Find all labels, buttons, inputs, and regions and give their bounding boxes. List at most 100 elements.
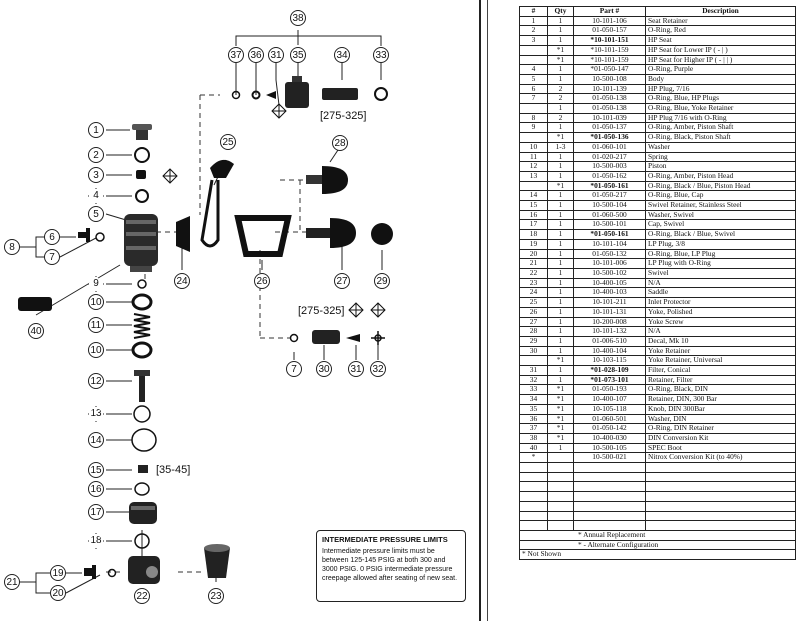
blank-row (519, 462, 796, 473)
oring-din-retainer-part (231, 90, 241, 100)
cell-qty: 1 (547, 277, 574, 289)
cell-desc: O-Ring, Amber, Piston Shaft (645, 122, 796, 134)
cell-num: 28 (519, 326, 548, 337)
saddle-part (176, 216, 190, 252)
cell-part: 10-101-132 (573, 326, 646, 337)
cell-num: 14 (519, 190, 548, 202)
cell-qty: *1 (547, 54, 574, 66)
cell-qty: 1 (547, 335, 574, 347)
spring-part (133, 313, 151, 339)
cell-num (519, 132, 548, 143)
callout-20: 20 (50, 585, 66, 601)
cell-part: 10-500-021 (573, 452, 646, 464)
cell-desc: Retainer, DIN, 300 Bar (645, 394, 796, 405)
cell-part: *10-101-159 (573, 44, 646, 56)
cell-desc: Cap, Swivel (645, 219, 796, 231)
filter-conical-part (346, 334, 360, 342)
cell-qty: 1 (547, 267, 574, 279)
din-retainer-part (322, 88, 358, 100)
spec-boot-part (18, 297, 52, 311)
seat-retainer-part (132, 124, 152, 140)
callout-25: 25 (220, 134, 236, 150)
cell-num: 3 (519, 35, 548, 46)
cell-num: 33 (519, 384, 548, 396)
cell-part: 01-050-193 (573, 384, 646, 396)
cell-desc: Yoke Retainer, Universal (645, 355, 796, 367)
note-text: * Annual Replacement (519, 529, 796, 541)
cell-qty: 1 (547, 297, 574, 308)
oring-blue-part (95, 232, 105, 242)
cell-qty: 1 (547, 64, 574, 75)
note-text: * - Alternate Configuration (519, 539, 796, 551)
cell-num: 15 (519, 200, 548, 211)
cell-part: 10-103-115 (573, 355, 646, 367)
cell-part: 10-400-105 (573, 277, 646, 289)
cell-qty: 1 (547, 326, 574, 337)
cell-num: 11 (519, 151, 548, 163)
cell-part: *10-101-159 (573, 54, 646, 66)
oring-lp-plug-part (107, 568, 117, 578)
blank-row (519, 510, 796, 522)
cell-part: 10-500-003 (573, 161, 646, 172)
callout-2: 3 (88, 167, 104, 183)
cap-swivel-part (129, 502, 157, 524)
cell-qty: 1 (547, 442, 574, 454)
cell-part: 01-006-510 (573, 335, 646, 347)
cell-desc: HP Seat for Lower IP ( - | ) (645, 44, 796, 56)
callout-13: 13 (88, 406, 104, 422)
callout-21: 21 (4, 574, 20, 590)
callout-19: 19 (50, 565, 66, 581)
cell-num: 38 (519, 432, 548, 444)
cell-qty: 1 (547, 151, 574, 163)
callout-27: 27 (334, 273, 350, 289)
cell-desc: O-Ring, DIN Retainer (645, 423, 796, 434)
annual-replacement-icons (162, 103, 386, 318)
cell-qty: 1 (547, 229, 574, 240)
callout-36: 36 (248, 47, 264, 63)
cell-num: 30 (519, 345, 548, 357)
cell-qty: *1 (547, 403, 574, 415)
washer-2-part (131, 341, 153, 359)
cell-qty: 1 (547, 209, 574, 221)
callout-33: 33 (373, 47, 389, 63)
blank-row (519, 471, 796, 483)
cell-num: 6 (519, 83, 548, 95)
cell-qty: 2 (547, 112, 574, 124)
cell-desc: O-Ring, Black / Blue, Swivel (645, 229, 796, 240)
cell-qty: 1 (547, 103, 574, 114)
cell-part: 10-101-104 (573, 238, 646, 250)
callout-8: 9 (88, 276, 104, 292)
blank-row (519, 491, 796, 502)
cell-part: 10-500-104 (573, 200, 646, 211)
cell-qty: 1 (547, 374, 574, 386)
cell-desc: Swivel (645, 267, 796, 279)
cell-part: 01-050-138 (573, 93, 646, 105)
callout-14: 14 (88, 432, 104, 448)
yoke-retainer-part (312, 330, 340, 344)
filter-part (266, 91, 276, 99)
cell-part: 10-500-108 (573, 73, 646, 85)
cell-qty: 1 (547, 306, 574, 318)
callout-16: 16 (88, 481, 104, 497)
yoke-screw-part (306, 218, 356, 248)
cell-desc: Piston (645, 161, 796, 172)
header-qty: Qty (547, 6, 574, 17)
cell-num: 10 (519, 141, 548, 153)
